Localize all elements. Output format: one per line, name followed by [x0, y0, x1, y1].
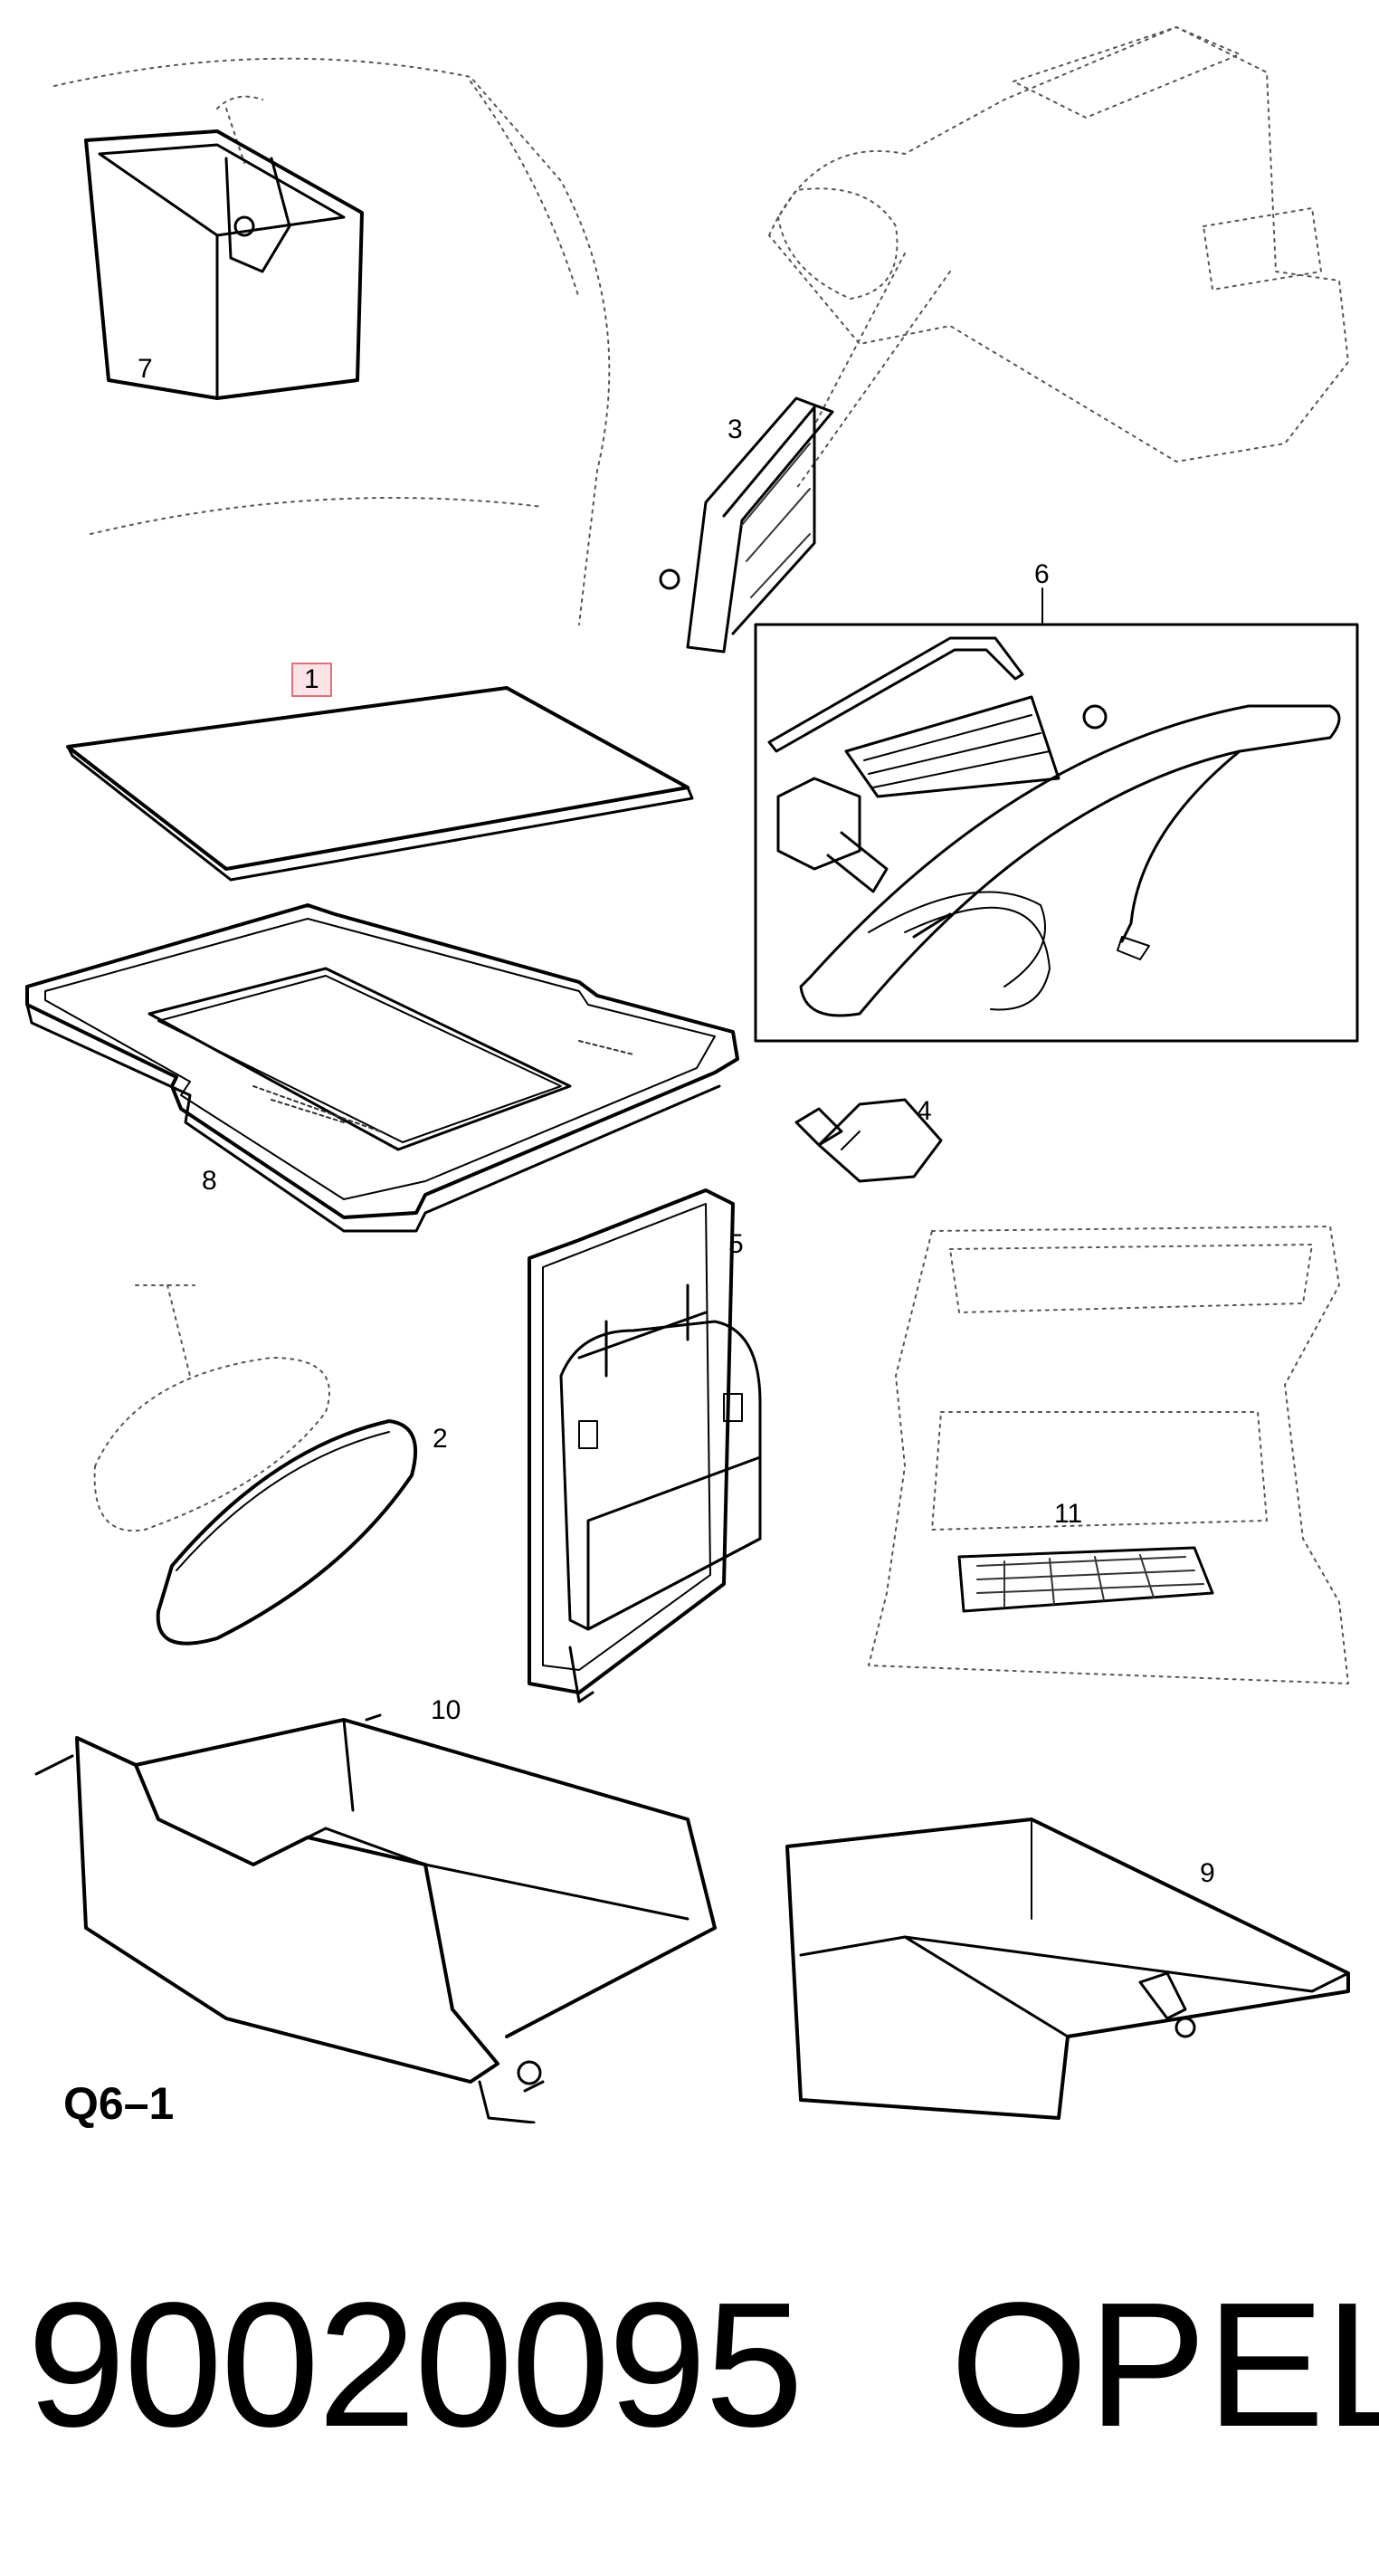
- callout-8: 8: [202, 1166, 217, 1196]
- callout-9: 9: [1200, 1858, 1215, 1888]
- callout-5: 5: [728, 1229, 744, 1259]
- callout-3: 3: [728, 415, 743, 444]
- part-7-storage-box: [53, 57, 611, 625]
- callout-1: 1: [291, 663, 332, 697]
- part-9-box: [785, 1818, 1350, 2120]
- part-number: 90020095: [27, 2266, 804, 2464]
- part-4-clip: [794, 1098, 943, 1183]
- part-10-divider: [34, 1713, 717, 2123]
- part-6-kit: [754, 587, 1359, 1043]
- part-8-tray: [25, 903, 739, 1233]
- callout-11: 11: [1054, 1499, 1083, 1529]
- callout-7: 7: [138, 354, 153, 384]
- part-1-mat: [66, 686, 694, 882]
- callout-6: 6: [1034, 559, 1050, 589]
- part-2-mirror: [93, 1284, 418, 1646]
- parts-diagram: [25, 26, 1359, 2123]
- part-11-cargo-mat: [868, 1226, 1349, 1684]
- callout-4: 4: [917, 1096, 932, 1126]
- brand-name: OPEL: [950, 2266, 1379, 2464]
- part-5-bag: [528, 1188, 762, 1703]
- diagram-code: Q6–1: [63, 2078, 175, 2129]
- callout-10: 10: [431, 1695, 461, 1725]
- part-3-filter: [659, 26, 1349, 654]
- callout-2: 2: [433, 1424, 448, 1454]
